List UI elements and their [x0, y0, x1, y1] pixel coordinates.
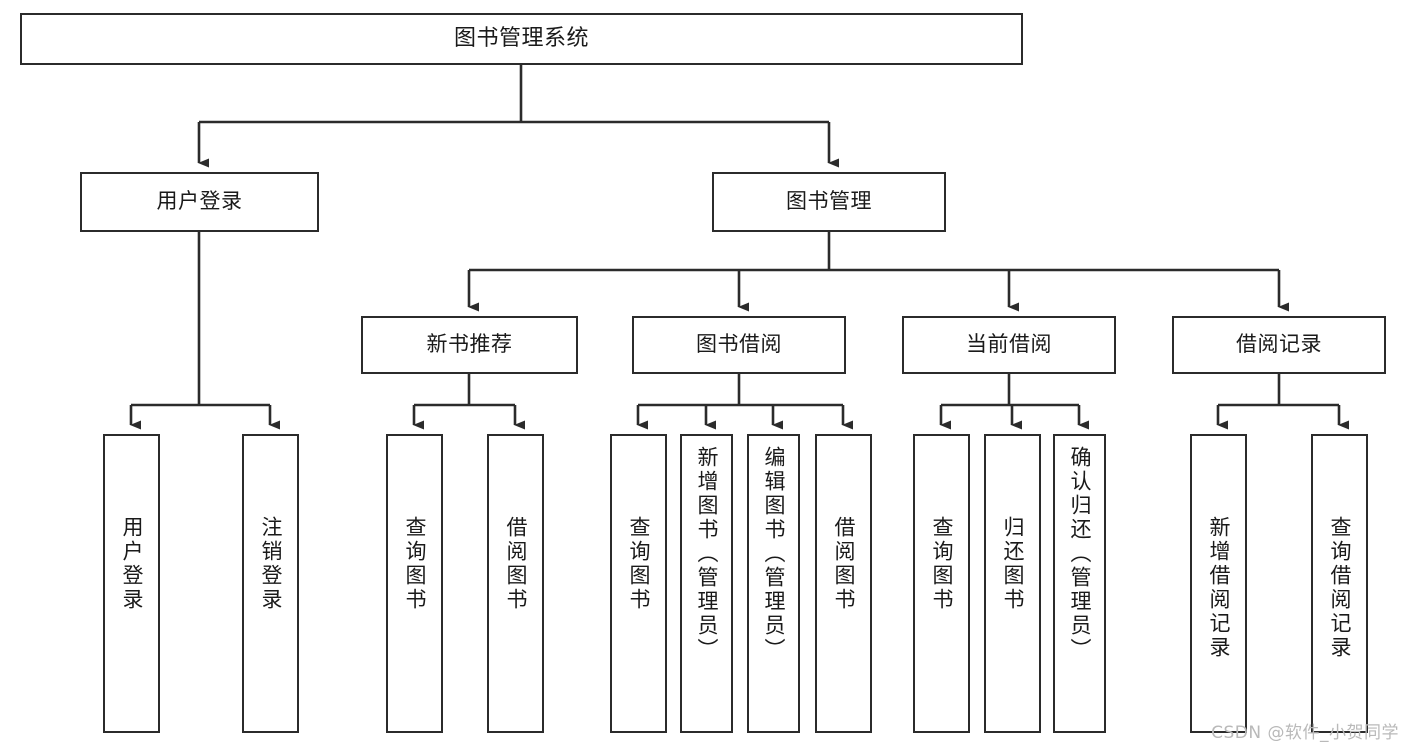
node-label: 借阅图书: [832, 516, 856, 612]
node-label: 归还图书: [1001, 516, 1025, 612]
node-leaf-confirm-return[interactable]: 确认归还（管理员）: [1053, 434, 1106, 733]
node-label: 图书管理: [786, 189, 872, 214]
node-leaf-add-record[interactable]: 新增借阅记录: [1190, 434, 1247, 733]
edges-book-borrow-to-leaves: [636, 374, 853, 430]
node-label: 查询图书: [930, 516, 954, 612]
node-root-system[interactable]: 图书管理系统: [20, 13, 1023, 65]
node-label: 查询图书: [403, 516, 427, 612]
node-label: 当前借阅: [966, 332, 1052, 357]
node-label: 借阅图书: [504, 516, 528, 612]
edges-current-borrow-to-leaves: [939, 374, 1089, 430]
node-label: 图书管理系统: [453, 25, 589, 51]
node-label: 确认归还（管理员）: [1068, 446, 1092, 662]
node-label: 新书推荐: [426, 332, 513, 357]
edges-user-login-to-leaves: [129, 232, 280, 430]
node-leaf-borrow-book-2[interactable]: 借阅图书: [815, 434, 872, 733]
watermark-text: CSDN @软件_小贺同学: [1211, 723, 1399, 743]
node-label: 查询借阅记录: [1328, 516, 1352, 660]
node-label: 查询图书: [627, 516, 651, 612]
node-leaf-query-book-1[interactable]: 查询图书: [386, 434, 443, 733]
edges-root-to-level1: [197, 65, 839, 168]
node-leaf-add-book[interactable]: 新增图书（管理员）: [680, 434, 733, 733]
node-leaf-logout[interactable]: 注销登录: [242, 434, 299, 733]
edges-borrow-record-to-leaves: [1216, 374, 1349, 430]
node-label: 新增借阅记录: [1207, 516, 1231, 660]
node-book-manage[interactable]: 图书管理: [712, 172, 946, 232]
node-leaf-user-login[interactable]: 用户登录: [103, 434, 160, 733]
node-new-book-recommend[interactable]: 新书推荐: [361, 316, 578, 374]
node-label: 借阅记录: [1236, 332, 1322, 357]
node-leaf-return-book[interactable]: 归还图书: [984, 434, 1041, 733]
node-current-borrow[interactable]: 当前借阅: [902, 316, 1116, 374]
node-book-borrow[interactable]: 图书借阅: [632, 316, 846, 374]
edges-new-book-recommend-to-leaves: [412, 374, 525, 430]
node-label: 用户登录: [156, 189, 243, 214]
node-leaf-query-book-2[interactable]: 查询图书: [610, 434, 667, 733]
node-leaf-query-record[interactable]: 查询借阅记录: [1311, 434, 1368, 733]
node-borrow-record[interactable]: 借阅记录: [1172, 316, 1386, 374]
node-label: 图书借阅: [696, 332, 782, 357]
node-label: 注销登录: [259, 516, 283, 612]
node-leaf-borrow-book-1[interactable]: 借阅图书: [487, 434, 544, 733]
node-label: 编辑图书（管理员）: [762, 446, 786, 662]
edges-book-manage-to-level2: [467, 232, 1289, 312]
node-label: 用户登录: [120, 516, 144, 612]
node-leaf-edit-book[interactable]: 编辑图书（管理员）: [747, 434, 800, 733]
node-label: 新增图书（管理员）: [695, 446, 719, 662]
node-leaf-query-book-3[interactable]: 查询图书: [913, 434, 970, 733]
node-user-login[interactable]: 用户登录: [80, 172, 319, 232]
